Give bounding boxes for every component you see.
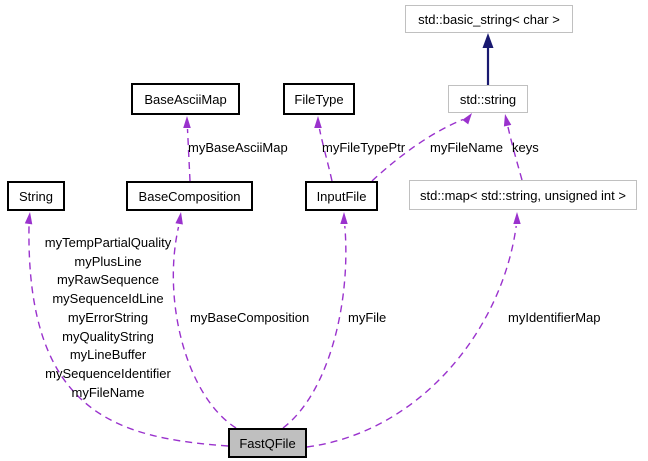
edge-label-myfile: myFile: [348, 310, 387, 325]
node-fastqfile: FastQFile: [228, 428, 307, 458]
edge-keys: [503, 114, 523, 181]
member-label: myPlusLine: [74, 253, 142, 269]
node-base-composition[interactable]: BaseComposition: [126, 181, 253, 211]
string-member-labels: myTempPartialQuality myPlusLine myRawSeq…: [8, 234, 208, 402]
node-base-ascii-map[interactable]: BaseAsciiMap: [131, 83, 240, 115]
edge-label-mybaseasciimap: myBaseAsciiMap: [188, 140, 288, 155]
member-label: mySequenceIdLine: [52, 291, 164, 307]
node-std-basic-string: std::basic_string< char >: [405, 5, 573, 33]
edge-myidentifiermap: [306, 212, 521, 448]
node-file-type[interactable]: FileType: [283, 83, 355, 115]
edge-myfile: [282, 212, 348, 429]
member-label: myRawSequence: [57, 272, 159, 288]
edge-label-myidentifiermap: myIdentifierMap: [508, 310, 601, 325]
edge-label-mybasecomposition: myBaseComposition: [190, 310, 310, 325]
edge-label-myfilename: myFileName: [430, 140, 503, 155]
node-std-string: std::string: [448, 85, 528, 113]
edge-myfiletypeptr: [314, 116, 333, 182]
member-label: myFileName: [71, 384, 145, 400]
member-label: mySequenceIdentifier: [45, 365, 171, 381]
member-label: myLineBuffer: [69, 347, 147, 363]
edge-label-myfiletypeptr: myFileTypePtr: [322, 140, 406, 155]
node-std-map: std::map< std::string, unsigned int >: [409, 180, 637, 210]
edge-label-keys: keys: [512, 140, 539, 155]
edge-mybaseasciimap: [183, 116, 191, 182]
member-label: myErrorString: [67, 309, 149, 325]
node-string[interactable]: String: [7, 181, 65, 211]
member-label: myTempPartialQuality: [44, 235, 172, 250]
node-input-file[interactable]: InputFile: [305, 181, 378, 211]
member-label: myQualityString: [62, 328, 154, 344]
edge-mybasecomposition: [172, 212, 237, 429]
edge-myfilename: [371, 113, 472, 182]
edge-string-members: [24, 212, 229, 447]
